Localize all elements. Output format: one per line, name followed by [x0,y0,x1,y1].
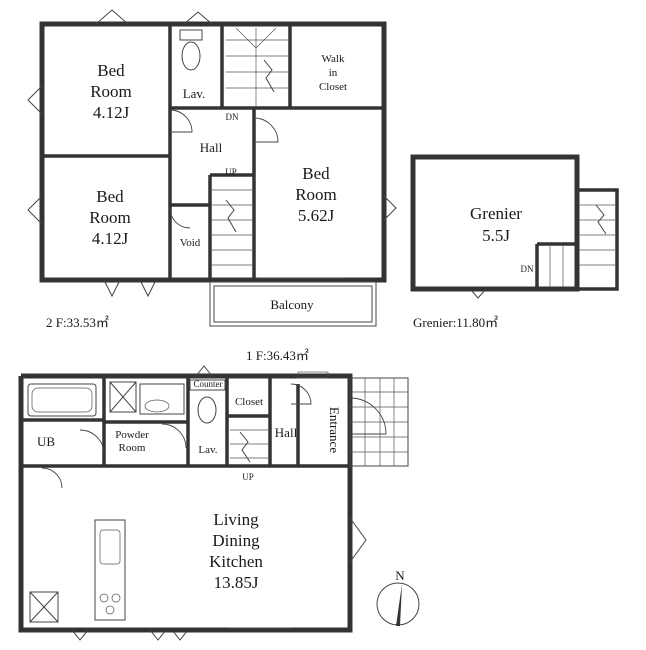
hall-1f-label: Hall [275,425,298,440]
bed3-size: 5.62J [298,206,335,225]
window-lav [183,11,213,25]
window-grenier [469,288,487,299]
grenier-name: Grenier [470,204,522,223]
window-bed2-bottom-a [103,279,121,298]
floor2-outer-wall [39,21,387,283]
lav-2f-label: Lav. [183,86,206,101]
bed1-name: Bed [97,61,125,80]
door-bed2 [169,207,191,229]
window-bed1-left [27,85,43,115]
door-powder [161,423,187,449]
window-ldk-bottom-b [149,629,167,641]
door-ub [79,429,105,455]
window-ldk-bottom-a [71,629,89,641]
vanity [139,383,185,415]
window-ldk-right [349,517,367,563]
kitchen-sink [99,529,121,565]
floor1-outer-wall [18,373,353,633]
up-1f-label: UP [242,472,254,482]
stair-2f-top [226,27,288,106]
floor-2: Bed Room 4.12J Bed Room 4.12J Bed Room 5… [27,9,397,330]
ldk-size: 13.85J [214,573,259,592]
closet-label: Closet [235,396,263,408]
lav-1f-label: Lav. [198,444,217,456]
stair-1f [230,429,268,463]
door-ldk [41,467,63,489]
bed2-name2: Room [89,208,131,227]
entrance-label: Entrance [327,407,342,453]
walkin-line2: in [329,67,338,79]
floor2-area: 2 F:33.53㎡ [46,315,109,330]
door-closet [290,383,312,405]
grenier: Grenier 5.5J DN Grenier:11.80㎡ [410,154,619,330]
stair-2f-bottom [212,189,252,266]
powder-line1: Powder [115,429,149,441]
north-label: N [395,568,405,583]
floor-1: 1 F:36.43㎡ [18,348,420,641]
powder-line2: Room [119,442,146,454]
window-bed3-right [383,195,397,221]
door-bed3 [253,117,279,143]
up-2f-label: UP [225,167,237,177]
window-ldk-bottom-c [171,629,189,641]
walkin-line1: Walk [322,53,345,65]
bed1-size: 4.12J [93,103,130,122]
window-bed2-left [27,195,43,225]
bed1-name2: Room [90,82,132,101]
entrance-porch [349,377,409,467]
floor1-area: 1 F:36.43㎡ [246,348,309,363]
counter-label: Counter [194,379,223,389]
bed3-name: Bed [302,164,330,183]
ldk-line1: Living [213,510,259,529]
walkin-line3: Closet [319,81,347,93]
grenier-size: 5.5J [482,226,510,245]
ldk-line3: Kitchen [209,552,263,571]
toilet-1f [197,396,217,424]
balcony-label: Balcony [270,297,314,312]
dn-2f-label: DN [226,112,239,122]
dn-grenier-label: DN [521,264,534,274]
ldk-line2: Dining [212,531,260,550]
ub-label: UB [37,434,55,449]
bed2-size: 4.12J [92,229,129,248]
void-label: Void [180,237,201,249]
bed2-name: Bed [96,187,124,206]
door-bed1 [169,109,193,133]
grenier-area: Grenier:11.80㎡ [413,315,498,330]
north-compass-icon: N [376,568,420,626]
window-bed1-top [95,9,129,25]
kitchen-counter [94,519,126,621]
grenier-outer-wall [410,154,580,292]
bed3-name2: Room [295,185,337,204]
bathtub [27,383,97,417]
toilet-2f [179,29,203,71]
counter [189,379,226,391]
hall-2f-label: Hall [200,140,223,155]
window-hall [297,371,329,379]
window-bed2-bottom-b [139,279,157,298]
stove-burner [99,593,109,603]
entrance-door [349,397,387,435]
window-counter [195,365,213,377]
